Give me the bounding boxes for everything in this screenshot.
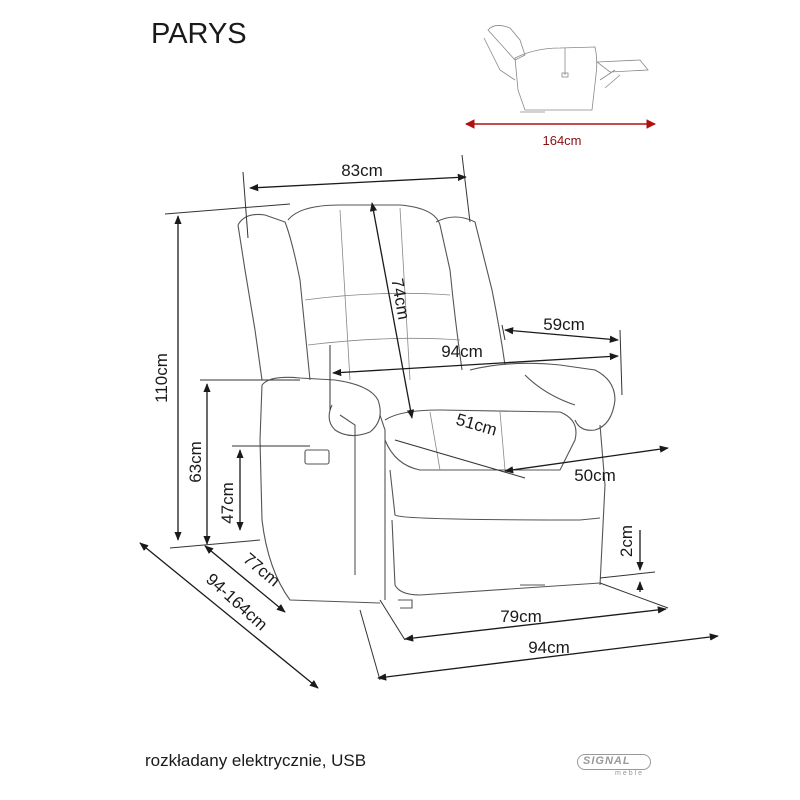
dimension-lines	[139, 173, 719, 689]
seat-height-label: 47cm	[218, 482, 237, 524]
width-top-label: 83cm	[341, 161, 383, 180]
total-height-label: 110cm	[152, 353, 171, 403]
base-width-label: 79cm	[500, 607, 542, 626]
width-mid-label: 94cm	[441, 342, 483, 361]
product-caption: rozkładany elektrycznie, USB	[145, 751, 367, 770]
product-title: PARYS	[151, 18, 247, 50]
depth-label: 77cm	[240, 549, 284, 590]
width-bottom-label: 94cm	[528, 638, 570, 657]
chair-drawing	[237, 204, 616, 609]
reclined-chair-thumbnail: 164cm	[465, 25, 656, 148]
logo-sub: meble	[615, 770, 645, 777]
seat-width-back-label: 59cm	[543, 315, 585, 334]
signal-logo: SIGNAL meble	[577, 754, 653, 778]
backrest-height-label: 74cm	[387, 277, 413, 321]
extension-lines	[164, 154, 669, 681]
seat-width-front-label: 50cm	[574, 466, 616, 485]
seat-depth-label: 51cm	[454, 410, 499, 440]
armrest-height-label: 63cm	[186, 441, 205, 483]
logo-brand: SIGNAL	[583, 755, 631, 767]
leg-height-label: 2cm	[617, 525, 636, 557]
reclined-length-label: 164cm	[542, 133, 581, 148]
